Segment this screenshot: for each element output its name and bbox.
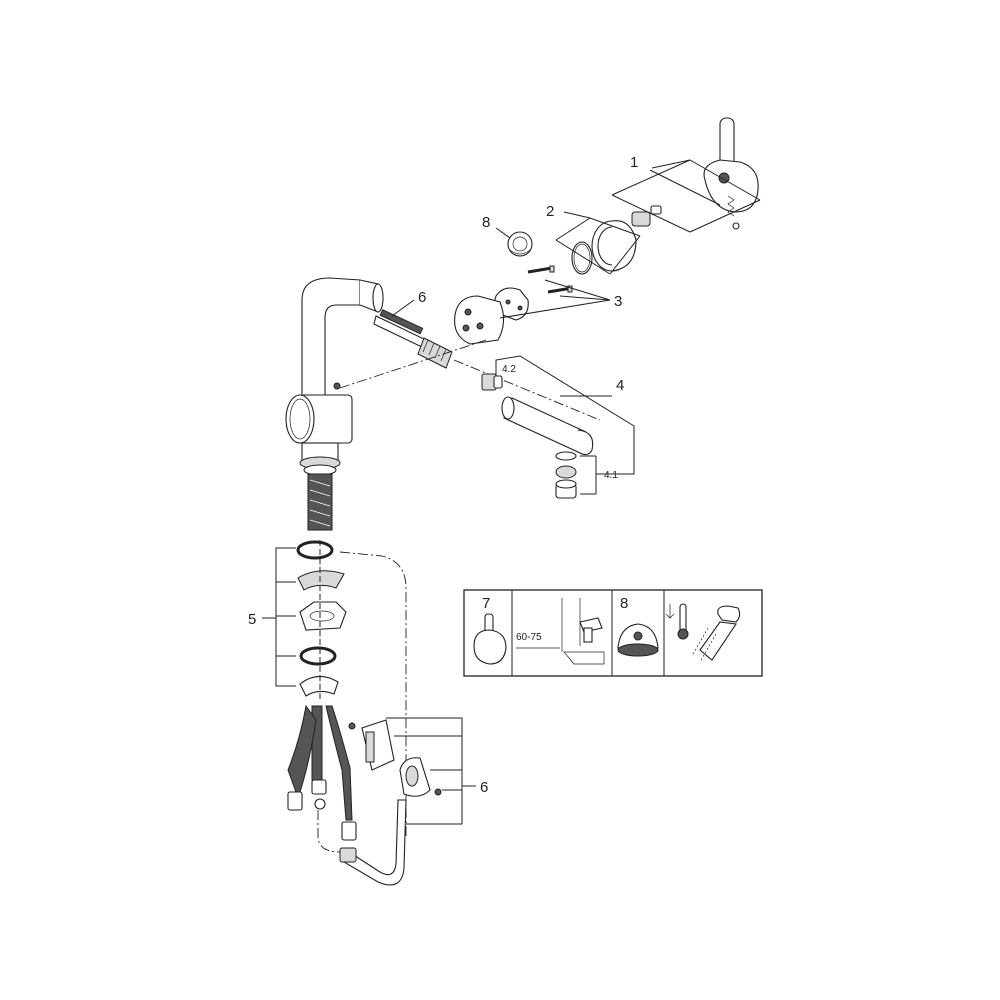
faucet-body (285, 277, 384, 476)
callout-1: 1 (630, 154, 638, 171)
handle-icon-7 (473, 613, 507, 665)
install-dimension: 60-75 (516, 632, 542, 643)
callout-4-1: 4.1 (604, 470, 618, 481)
leader-line-8 (495, 227, 511, 239)
leader-lines-1 (611, 159, 761, 233)
cartridge-part (454, 295, 505, 345)
hose-route-dashed (339, 551, 407, 836)
handle-screw-parts (631, 205, 662, 227)
temperature-limit-icon (665, 603, 741, 663)
info-label-7: 7 (482, 595, 490, 612)
cap-part-8 (507, 231, 533, 257)
leader-lines-6-bottom (386, 717, 476, 825)
leader-lines-5 (262, 547, 296, 687)
callout-6-bottom: 6 (480, 779, 488, 796)
aerator-parts-4-1 (555, 451, 577, 499)
cap-icon-8 (617, 623, 659, 657)
o-ring-part (571, 241, 593, 275)
axis-line (339, 339, 487, 389)
faucet-hose-stub (307, 473, 333, 531)
callout-2: 2 (546, 203, 554, 220)
hose-guide-part (348, 719, 442, 797)
pullout-hose-part (373, 309, 453, 369)
callout-4: 4 (616, 377, 624, 394)
leader-lines-2 (555, 211, 641, 275)
info-box: 7 60-75 8 (463, 589, 763, 677)
mounting-kit-parts (296, 540, 347, 700)
callout-6-top: 6 (418, 289, 426, 306)
supply-hoses (287, 704, 357, 841)
info-label-8: 8 (620, 595, 628, 612)
cartridge-screws (527, 265, 573, 294)
callout-8: 8 (482, 214, 490, 231)
axis-line-spray (453, 359, 601, 421)
leader-lines-3 (499, 279, 611, 319)
callout-4-2: 4.2 (502, 364, 516, 375)
leader-line-6-top (391, 299, 415, 317)
leader-lines-4 (495, 355, 635, 495)
cover-cap-part (591, 220, 637, 272)
spray-head-part (501, 396, 594, 456)
callout-3: 3 (614, 293, 622, 310)
spray-connector-4-2 (481, 373, 503, 391)
hose-return-pipe (339, 799, 407, 886)
install-height-icon (516, 598, 605, 665)
callout-5: 5 (248, 611, 256, 628)
hose-route-dashed-2 (317, 810, 341, 853)
lever-handle-part (703, 117, 759, 230)
